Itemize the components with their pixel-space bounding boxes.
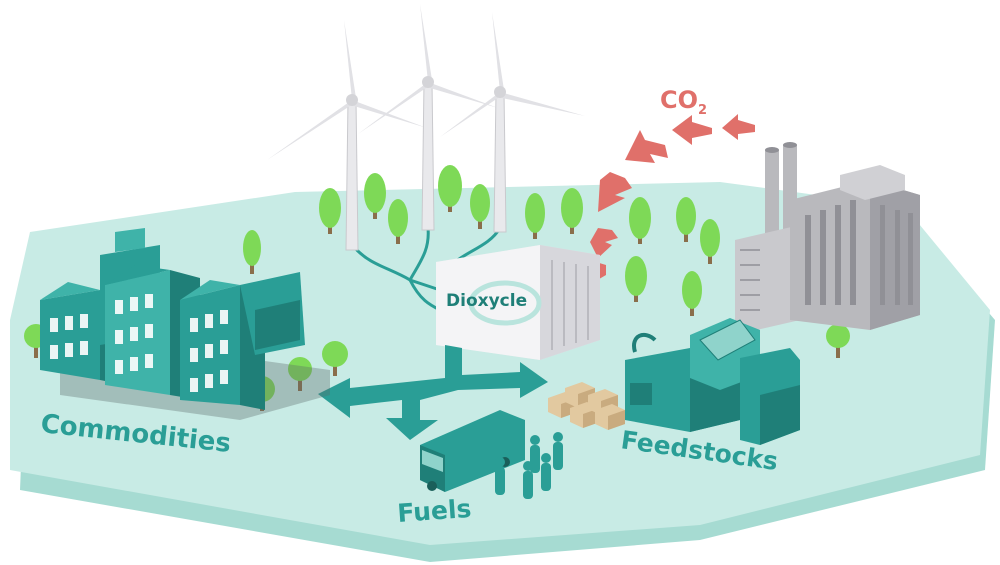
- co2-arrow-icon: [625, 130, 668, 163]
- co2-arrow-icon: [590, 228, 618, 258]
- tree-icon: [625, 256, 647, 302]
- buildings: [40, 228, 330, 420]
- person-icon: [541, 453, 551, 491]
- tree-icon: [629, 197, 651, 244]
- tree-icon: [676, 197, 696, 242]
- co2-label: CO2: [660, 86, 707, 118]
- person-icon: [553, 432, 563, 470]
- distribution-arrows: [318, 345, 548, 440]
- wind-turbine-icon: [440, 12, 585, 233]
- tree-icon: [364, 173, 386, 219]
- tree-icon: [561, 188, 583, 234]
- crate-icon: [595, 404, 625, 430]
- dioxycle-logo-icon: [468, 280, 542, 326]
- tree-icon: [682, 271, 702, 316]
- tree-icon: [288, 357, 312, 391]
- co2-arrow-icon: [672, 115, 712, 145]
- dioxycle-label: Dioxycle: [446, 291, 527, 311]
- dioxycle-unit: Dioxycle: [436, 245, 600, 360]
- co2-arrow-icon: [598, 172, 632, 212]
- wind-turbines: [267, 4, 585, 251]
- crates: [548, 382, 625, 430]
- co2-arrow-icon: [722, 114, 755, 140]
- wind-turbine-icon: [358, 4, 498, 231]
- trees: [24, 165, 850, 411]
- factory-icon: [735, 142, 920, 335]
- tree-icon: [525, 193, 545, 239]
- people: [495, 432, 563, 499]
- building-icon: [240, 272, 305, 355]
- fuels-label: Fuels: [396, 494, 472, 528]
- feedstocks-plant-icon: [625, 318, 800, 445]
- wind-turbine-icon: [267, 20, 427, 251]
- tree-icon: [388, 199, 408, 244]
- tree-icon: [826, 324, 850, 358]
- tree-icon: [700, 219, 720, 264]
- tree-icon: [243, 230, 261, 274]
- tree-icon: [319, 188, 341, 234]
- person-icon: [523, 461, 533, 499]
- tree-icon: [438, 165, 462, 212]
- truck-icon: [420, 410, 525, 492]
- tree-icon: [322, 341, 348, 376]
- person-icon: [495, 457, 505, 495]
- tree-icon: [470, 184, 490, 229]
